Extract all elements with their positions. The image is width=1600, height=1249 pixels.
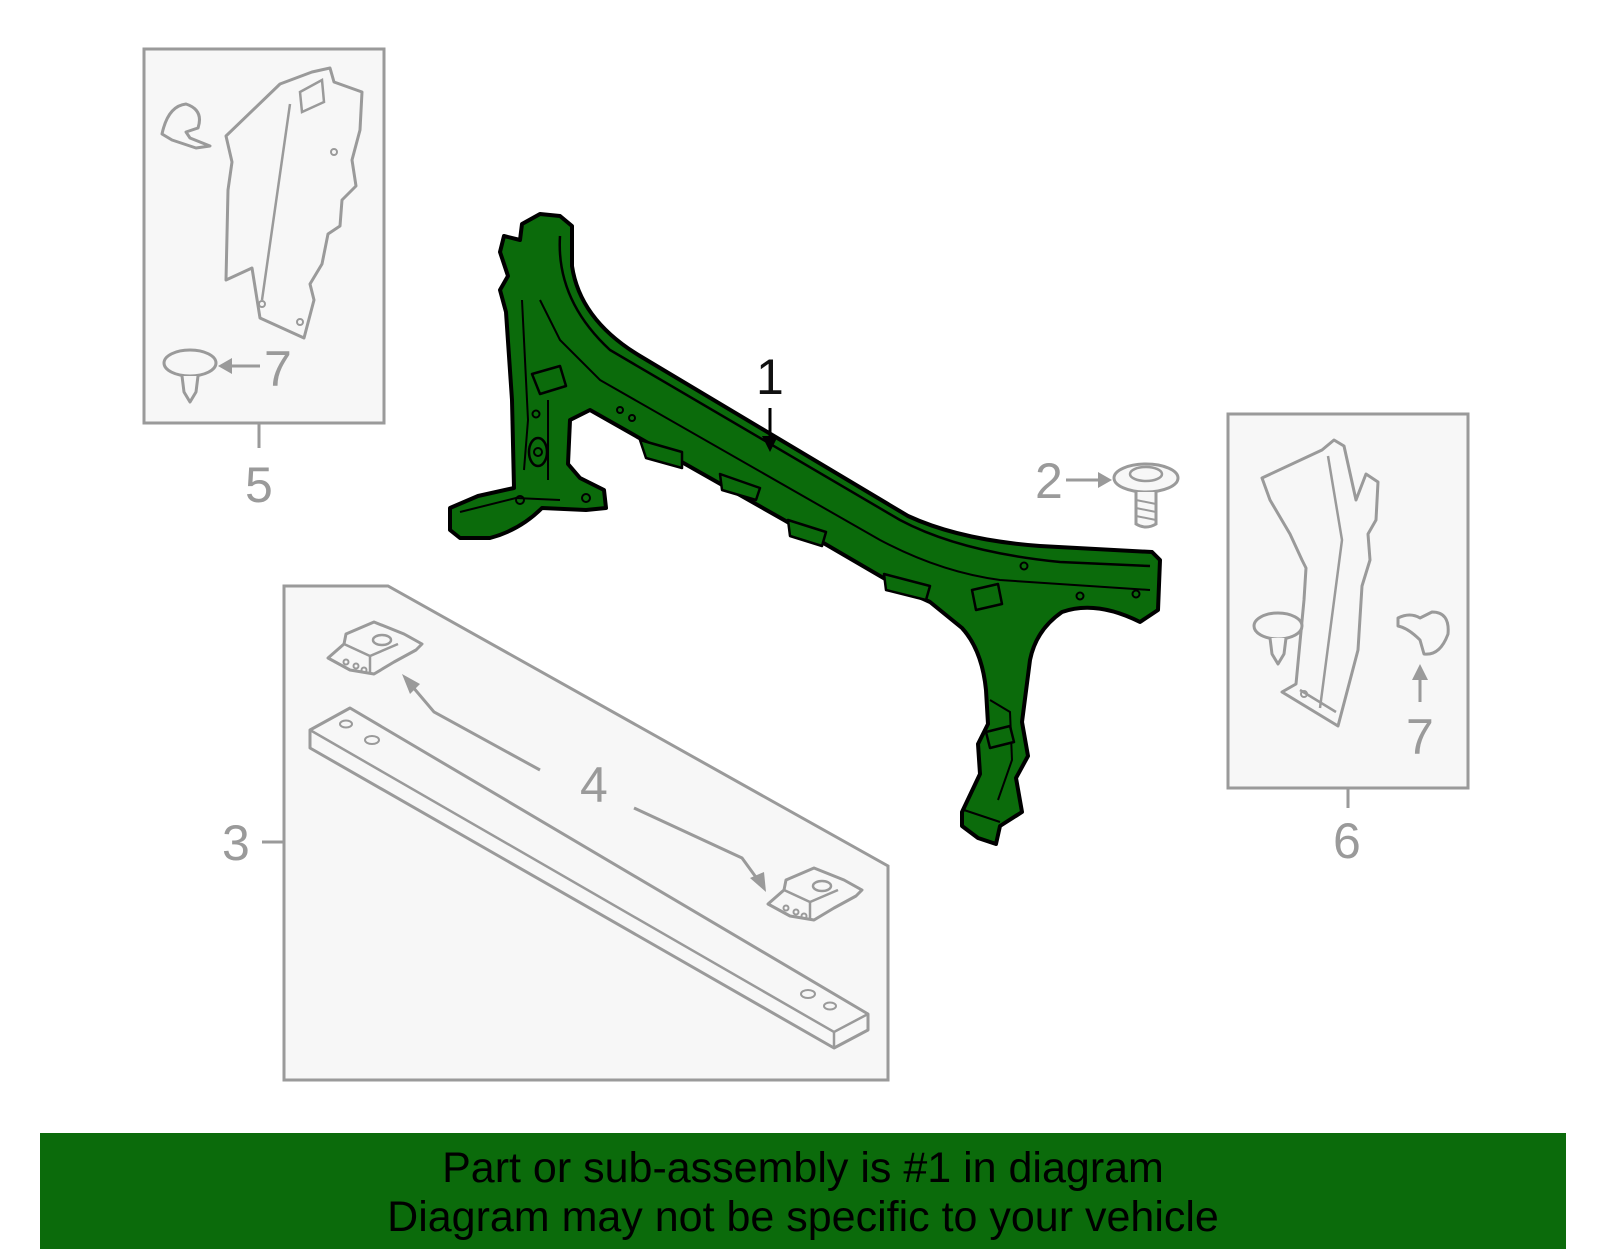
info-banner: Part or sub-assembly is #1 in diagram Di… — [40, 1133, 1566, 1249]
reinforcement-bar — [308, 706, 870, 1050]
air-deflector-right — [1260, 438, 1380, 728]
part-5-group[interactable]: 7 5 — [142, 47, 386, 513]
callout-4: 4 — [580, 757, 608, 813]
part-6-group[interactable]: 7 6 — [1226, 412, 1470, 869]
banner-line-1: Part or sub-assembly is #1 in diagram — [442, 1144, 1164, 1192]
bracket-4-lower — [766, 866, 864, 922]
callout-7-left: 7 — [264, 341, 292, 397]
air-deflector-left — [224, 66, 364, 340]
bolt-icon — [1112, 462, 1180, 529]
part-3-group[interactable]: 3 — [222, 584, 890, 1082]
clip-right-icon — [1252, 611, 1304, 666]
callout-1: 1 — [756, 349, 784, 405]
callout-7-right: 7 — [1406, 709, 1434, 765]
part-1-radiator-support[interactable]: 1 — [448, 212, 1162, 846]
callout-6: 6 — [1333, 813, 1361, 869]
clip-7-right-icon — [1396, 610, 1450, 656]
banner-line-2: Diagram may not be specific to your vehi… — [387, 1193, 1219, 1241]
callout-2: 2 — [1035, 453, 1063, 509]
part-2-group[interactable]: 2 — [1035, 453, 1180, 529]
push-clip-icon — [160, 102, 212, 150]
callout-3: 3 — [222, 815, 250, 871]
clip-7-left-icon — [162, 348, 218, 404]
bracket-4-upper — [326, 620, 424, 676]
callout-5: 5 — [245, 457, 273, 513]
